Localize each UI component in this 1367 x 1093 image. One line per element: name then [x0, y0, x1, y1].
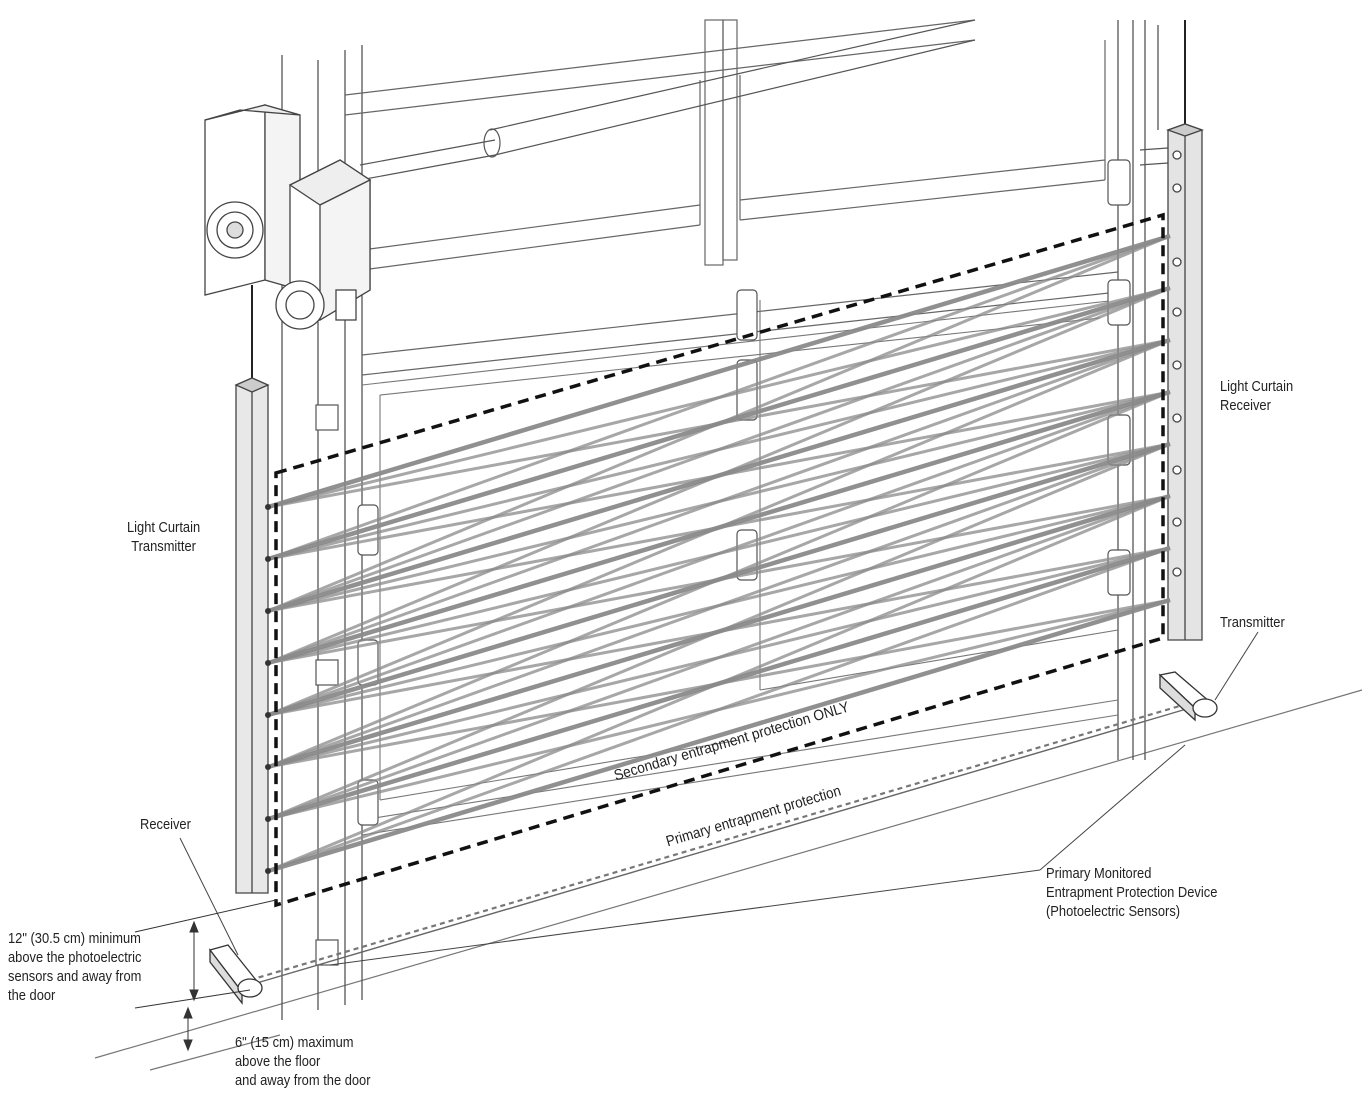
light-beam [267, 390, 1171, 769]
primary-protection-beam [249, 698, 1201, 986]
primary-monitored-device-label: Primary Monitored Entrapment Protection … [1046, 865, 1218, 920]
light-beam [267, 338, 1171, 717]
secondary-protection-zone [274, 212, 1165, 908]
emitter-dot [265, 712, 271, 718]
light-beam [267, 233, 1171, 510]
light-beam [267, 338, 1171, 665]
leader-lines [179, 631, 1259, 966]
light-beam [267, 286, 1171, 613]
door-operator-motor [204, 104, 372, 330]
light-beam [267, 234, 1171, 561]
light-beam [267, 442, 1171, 821]
light-beam [267, 494, 1171, 873]
hanging-cords [251, 20, 1186, 380]
max-height-note: 6" (15 cm) maximum above the floor and a… [235, 1034, 371, 1089]
emitter-dot [265, 816, 271, 822]
light-beam [267, 390, 1171, 717]
emitter-dot [265, 504, 271, 510]
light-beam [267, 597, 1171, 874]
light-curtain-beams [265, 233, 1171, 874]
light-beam [267, 234, 1171, 613]
floor-lines [94, 689, 1363, 1071]
light-curtain-transmitter-post [234, 377, 270, 894]
emitter-dot [265, 556, 271, 562]
photoelectric-receiver [208, 944, 263, 1005]
right-door-track [1117, 20, 1159, 760]
upper-door-panels [344, 19, 1119, 376]
light-beam [267, 286, 1171, 665]
photoelectric-transmitter [1158, 671, 1218, 722]
light-beam [267, 546, 1171, 873]
light-curtain-receiver-label: Light Curtain Receiver [1220, 378, 1294, 414]
transmitter-label: Transmitter [1220, 614, 1285, 631]
emitter-dot [265, 608, 271, 614]
emitter-dot [265, 764, 271, 770]
receiver-label: Receiver [140, 816, 191, 833]
light-beam [267, 494, 1171, 821]
min-height-note: 12" (30.5 cm) minimum above the photoele… [8, 930, 142, 1004]
emitter-dot [265, 660, 271, 666]
light-curtain-receiver-post [1166, 123, 1204, 641]
torsion-spring [359, 19, 1169, 181]
light-curtain-transmitter-label: Light Curtain Transmitter [127, 519, 201, 555]
dimension-lines [134, 899, 277, 1052]
light-beam [267, 442, 1171, 769]
emitter-dot [265, 868, 271, 874]
